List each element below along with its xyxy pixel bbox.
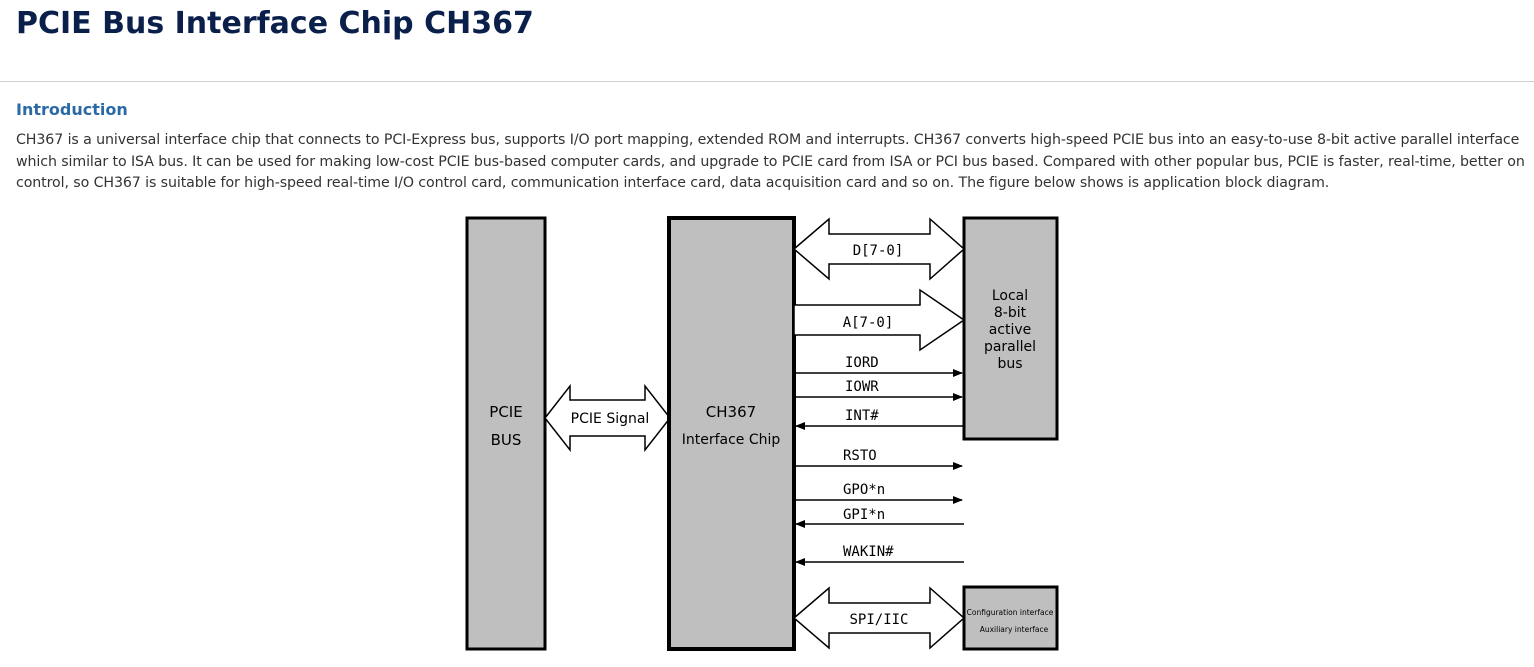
data-bus-label: D[7-0] xyxy=(853,243,904,259)
iord-label: IORD xyxy=(845,355,879,371)
spi-iic-label: SPI/IIC xyxy=(849,612,908,628)
gpo-label: GPO*n xyxy=(843,482,885,498)
introduction-heading: Introduction xyxy=(16,100,128,119)
rsto-label: RSTO xyxy=(843,448,877,464)
local-bus-line5: bus xyxy=(997,356,1022,372)
aux-box-line2: Auxiliary interface xyxy=(980,625,1049,634)
address-bus-label: A[7-0] xyxy=(843,315,894,331)
page-title: PCIE Bus Interface Chip CH367 xyxy=(16,6,534,41)
data-bus-arrow xyxy=(792,217,966,281)
chip-label-line2: Interface Chip xyxy=(682,432,781,448)
local-bus-line1: Local xyxy=(992,288,1028,304)
aux-interface-block xyxy=(962,585,1059,651)
chip-label-line1: CH367 xyxy=(706,403,756,421)
introduction-paragraph: CH367 is a universal interface chip that… xyxy=(16,132,1525,191)
pcie-signal-label: PCIE Signal xyxy=(571,411,650,427)
int-label: INT# xyxy=(845,408,879,424)
pcie-bus-label-line1: PCIE xyxy=(489,403,522,421)
local-bus-block xyxy=(962,216,1059,441)
address-bus-arrow xyxy=(793,288,966,352)
wakin-label: WAKIN# xyxy=(843,544,894,560)
pcie-bus-block xyxy=(465,216,547,651)
pcie-bus-label-line2: BUS xyxy=(491,431,522,449)
ch367-chip-block xyxy=(667,216,796,651)
application-block-diagram: PCIE BUS PCIE Signal CH367 Interface Chi… xyxy=(440,210,1070,659)
iowr-label: IOWR xyxy=(845,379,879,395)
title-divider xyxy=(0,81,1534,82)
local-bus-line3: active xyxy=(989,322,1032,338)
local-bus-line4: parallel xyxy=(984,339,1036,355)
aux-box-line1: Configuration interface xyxy=(967,608,1054,617)
local-bus-line2: 8-bit xyxy=(994,305,1027,321)
gpi-label: GPI*n xyxy=(843,507,885,523)
